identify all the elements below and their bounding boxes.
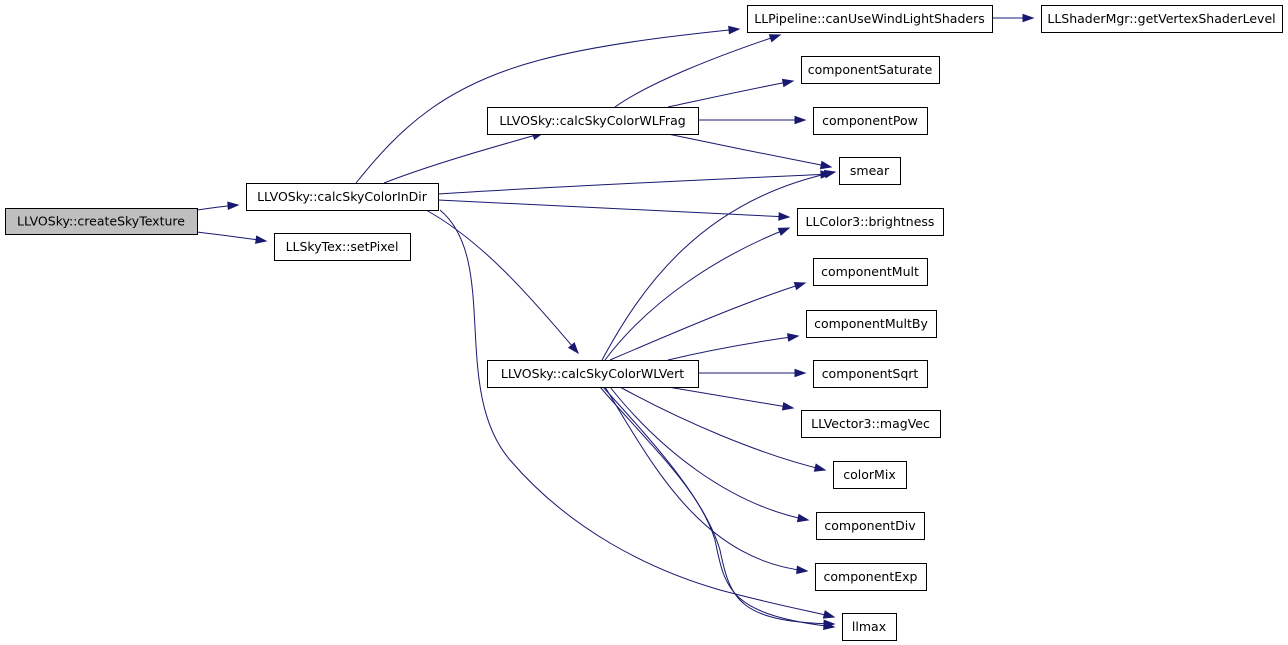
node-box	[274, 233, 411, 261]
node-box	[747, 5, 993, 33]
edge-calcSkyColorInDir-to-brightness	[437, 199, 790, 218]
edge-calcSkyColorWLVert-to-brightness	[604, 227, 790, 361]
edge-calcSkyColorWLVert-to-llmax	[599, 386, 835, 628]
node-label: LLShaderMgr::getVertexShaderLevel	[1047, 11, 1275, 26]
node-label: LLColor3::brightness	[806, 214, 935, 229]
node-box	[815, 563, 927, 591]
node-box	[813, 107, 928, 135]
node-label: componentSqrt	[822, 366, 919, 381]
node-componentSqrt[interactable]: componentSqrt	[813, 360, 928, 388]
node-componentPow[interactable]: componentPow	[813, 107, 928, 135]
node-box	[487, 107, 699, 135]
edge-calcSkyColorInDir-to-smear	[437, 173, 832, 195]
node-colorMix[interactable]: colorMix	[833, 461, 907, 489]
edge-calcSkyColorWLVert-to-colorMix	[619, 386, 826, 471]
edge-arrowhead-createSkyTexture-to-setPixel	[255, 235, 268, 244]
node-label: colorMix	[843, 467, 895, 482]
edge-arrowhead-calcSkyColorInDir-to-brightness	[778, 212, 791, 221]
node-box	[813, 258, 928, 286]
node-box	[246, 183, 439, 211]
node-label: LLVOSky::calcSkyColorWLVert	[501, 366, 684, 381]
edge-arrowhead-calcSkyColorWLFrag-to-componentPow	[794, 115, 807, 125]
node-setPixel[interactable]: LLSkyTex::setPixel	[274, 233, 411, 261]
edge-arrowhead-calcSkyColorWLFrag-to-smear	[819, 160, 833, 170]
node-componentSaturate[interactable]: componentSaturate	[801, 56, 940, 84]
edge-calcSkyColorInDir-to-calcSkyColorWLFrag	[383, 132, 544, 184]
node-label: componentDiv	[824, 518, 916, 533]
node-componentDiv[interactable]: componentDiv	[816, 512, 925, 540]
node-canUseWindLightShaders[interactable]: LLPipeline::canUseWindLightShaders	[747, 5, 993, 33]
edge-arrowhead-calcSkyColorWLFrag-to-componentSaturate	[781, 78, 795, 88]
node-calcSkyColorInDir[interactable]: LLVOSky::calcSkyColorInDir	[246, 183, 439, 211]
node-box	[1041, 5, 1283, 33]
node-box	[801, 56, 940, 84]
edge-arrowhead-createSkyTexture-to-calcSkyColorInDir	[227, 201, 240, 211]
edge-arrowhead-calcSkyColorWLVert-to-componentMult	[793, 281, 807, 291]
node-componentExp[interactable]: componentExp	[815, 563, 927, 591]
node-getVertexShaderLevel[interactable]: LLShaderMgr::getVertexShaderLevel	[1041, 5, 1283, 33]
edge-calcSkyColorWLVert-to-componentExp	[604, 386, 808, 572]
node-label: componentMultBy	[814, 316, 928, 331]
node-label: llmax	[852, 619, 886, 634]
edge-calcSkyColorWLFrag-to-smear	[667, 133, 832, 168]
edge-arrowhead-calcSkyColorWLVert-to-componentSqrt	[794, 368, 807, 378]
edge-calcSkyColorWLVert-to-componentMultBy	[667, 335, 799, 361]
node-calcSkyColorWLFrag[interactable]: LLVOSky::calcSkyColorWLFrag	[487, 107, 699, 135]
node-label: LLPipeline::canUseWindLightShaders	[754, 11, 984, 26]
edge-calcSkyColorWLVert-to-componentMult	[609, 282, 806, 361]
edge-calcSkyColorWLFrag-to-canUseWindLightShaders	[614, 34, 781, 108]
edge-calcSkyColorWLVert-to-componentDiv	[609, 386, 809, 521]
node-box	[487, 360, 699, 388]
edge-calcSkyColorWLVert-to-magVec	[667, 386, 794, 409]
edge-calcSkyColorInDir-to-llmax	[439, 209, 835, 618]
edge-arrowhead-calcSkyColorInDir-to-llmax	[822, 610, 836, 619]
edge-arrowhead-calcSkyColorWLVert-to-componentDiv	[796, 513, 810, 523]
node-calcSkyColorWLVert[interactable]: LLVOSky::calcSkyColorWLVert	[487, 360, 699, 388]
node-box	[813, 360, 928, 388]
edge-calcSkyColorWLFrag-to-componentSaturate	[667, 80, 794, 108]
node-label: componentSaturate	[808, 62, 933, 77]
edge-arrowhead-calcSkyColorWLVert-to-smear	[823, 169, 837, 179]
edge-arrowhead-calcSkyColorWLVert-to-colorMix	[813, 463, 827, 472]
node-box	[816, 512, 925, 540]
edge-calcSkyColorInDir-to-calcSkyColorWLVert	[425, 209, 579, 354]
edge-arrowhead-canUseWindLightShaders-to-getVertexShaderLevel	[1022, 13, 1035, 23]
node-box	[806, 310, 937, 338]
edge-arrowhead-calcSkyColorInDir-to-calcSkyColorWLVert	[567, 342, 579, 355]
node-box	[5, 208, 198, 235]
nodes-layer: LLVOSky::createSkyTextureLLVOSky::calcSk…	[5, 5, 1283, 641]
edge-arrowhead-calcSkyColorInDir-to-canUseWindLightShaders	[728, 25, 741, 35]
node-label: componentPow	[822, 113, 918, 128]
edge-arrowhead-calcSkyColorWLVert-to-componentMultBy	[787, 333, 800, 342]
edge-calcSkyColorWLVert-to-llmax-alt	[602, 386, 835, 625]
node-box	[801, 410, 941, 438]
edge-calcSkyColorInDir-to-canUseWindLightShaders	[355, 28, 740, 184]
node-label: componentExp	[824, 569, 918, 584]
edge-calcSkyColorWLVert-to-smear	[601, 171, 836, 361]
edge-arrowhead-calcSkyColorWLVert-to-brightness	[777, 227, 791, 236]
node-componentMultBy[interactable]: componentMultBy	[806, 310, 937, 338]
node-label: LLVOSky::createSkyTexture	[17, 214, 185, 229]
node-llmax[interactable]: llmax	[842, 613, 897, 641]
node-box	[842, 613, 897, 641]
edge-arrowhead-calcSkyColorWLVert-to-componentExp	[796, 565, 809, 575]
node-brightness[interactable]: LLColor3::brightness	[797, 208, 944, 236]
node-magVec[interactable]: LLVector3::magVec	[801, 410, 941, 438]
node-label: LLVector3::magVec	[811, 416, 930, 431]
node-label: LLVOSky::calcSkyColorWLFrag	[499, 113, 685, 128]
node-box	[797, 208, 944, 236]
node-smear[interactable]: smear	[839, 157, 901, 185]
edge-arrowhead-calcSkyColorWLVert-to-magVec	[781, 402, 795, 411]
node-label: LLVOSky::calcSkyColorInDir	[257, 189, 428, 204]
node-componentMult[interactable]: componentMult	[813, 258, 928, 286]
node-box	[839, 157, 901, 185]
node-box	[833, 461, 907, 489]
node-label: smear	[850, 163, 890, 178]
edge-arrowhead-calcSkyColorWLVert-to-llmax-alt	[823, 619, 836, 629]
edge-arrowhead-calcSkyColorWLFrag-to-canUseWindLightShaders	[768, 34, 782, 43]
node-label: LLSkyTex::setPixel	[286, 239, 399, 254]
node-createSkyTexture[interactable]: LLVOSky::createSkyTexture	[5, 208, 198, 235]
node-label: componentMult	[821, 264, 919, 279]
